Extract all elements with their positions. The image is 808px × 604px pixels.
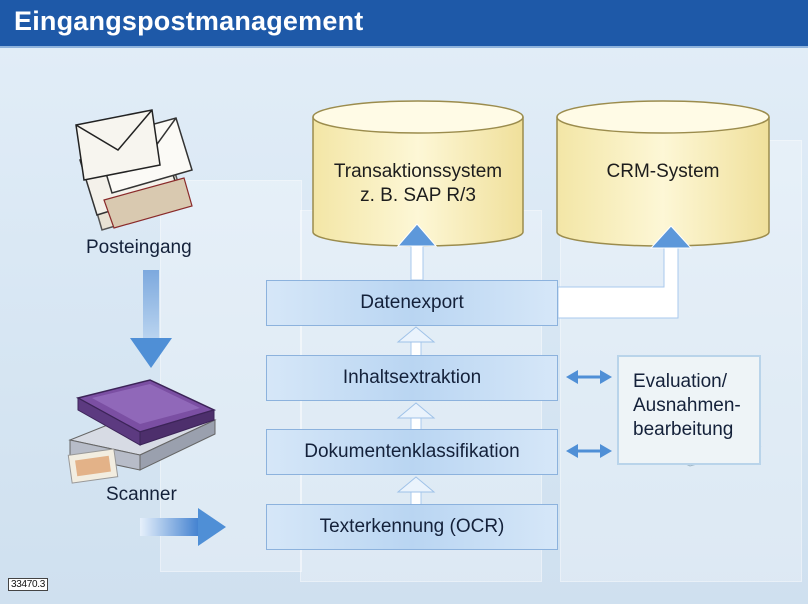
scanner-icon	[67, 379, 217, 484]
figure-code: 33470.3	[8, 578, 49, 591]
arrow-mail-to-scanner	[130, 270, 172, 368]
step-data-export-label: Datenexport	[360, 292, 464, 313]
envelopes-icon	[75, 109, 193, 231]
evaluation-line2: Ausnahmen-	[633, 395, 741, 416]
scanner-label: Scanner	[106, 484, 177, 505]
title-bar: Eingangspostmanagement	[0, 0, 808, 48]
crm-system-label: CRM-System	[606, 161, 720, 182]
transaction-system-line2: z. B. SAP R/3	[360, 185, 476, 206]
evaluation-label: Evaluation/ Ausnahmen- bearbeitung	[633, 370, 741, 442]
evaluation-box	[617, 355, 761, 465]
step-data-export: Datenexport	[266, 280, 558, 326]
step-document-classification-label: Dokumentenklassifikation	[304, 441, 520, 462]
double-arrow-classification-evaluation	[566, 444, 612, 458]
evaluation-line1: Evaluation/	[633, 371, 728, 392]
database-cylinder-transaction	[312, 100, 524, 247]
arrow-ocr-to-classification	[396, 476, 436, 507]
transaction-system-line1: Transaktionssystem	[333, 161, 503, 182]
arrow-classification-to-extraction	[396, 402, 436, 433]
step-content-extraction-label: Inhaltsextraktion	[342, 367, 482, 388]
incoming-mail-label: Posteingang	[86, 237, 192, 258]
double-arrow-extraction-evaluation	[566, 370, 612, 384]
transaction-system-label: Transaktionssystem z. B. SAP R/3	[313, 160, 523, 208]
page-title: Eingangspostmanagement	[14, 6, 364, 36]
step-content-extraction: Inhaltsextraktion	[266, 355, 558, 401]
step-ocr: Texterkennung (OCR)	[266, 504, 558, 550]
arrow-extraction-to-export	[396, 326, 436, 357]
step-ocr-label: Texterkennung (OCR)	[319, 516, 505, 537]
arrow-scanner-to-ocr	[140, 508, 226, 546]
arrow-export-to-crm	[557, 225, 693, 319]
step-document-classification: Dokumentenklassifikation	[266, 429, 558, 475]
database-cylinder-crm	[556, 100, 770, 247]
evaluation-line3: bearbeitung	[633, 419, 734, 440]
